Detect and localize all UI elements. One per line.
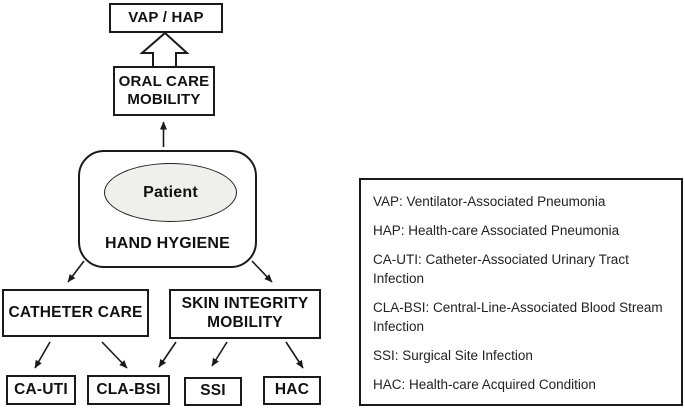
- arrow-handhygiene-to-cathetercare: [67, 260, 85, 283]
- arrow-skinintegrity-to-hac: [285, 341, 304, 369]
- legend-item-hap: HAP: Health-care Associated Pneumonia: [373, 223, 620, 238]
- arrow-cathetercare-to-clabsi: [101, 341, 128, 369]
- legend-item-ssi: SSI: Surgical Site Infection: [373, 348, 533, 363]
- node-hac: HAC: [263, 376, 321, 405]
- arrow-skinintegrity-to-ssi: [211, 341, 228, 367]
- node-skin-integrity-mobility: SKIN INTEGRITY MOBILITY: [169, 289, 321, 339]
- legend-item-cla-bsi: CLA-BSI: Central-Line-Associated Blood S…: [373, 300, 663, 334]
- node-catheter-care: CATHETER CARE: [2, 289, 149, 337]
- node-ca-uti: CA-UTI: [6, 375, 76, 405]
- node-cla-bsi: CLA-BSI: [87, 375, 170, 405]
- legend-box: VAP: Ventilator-Associated Pneumonia HAP…: [359, 178, 683, 406]
- legend-item-vap: VAP: Ventilator-Associated Pneumonia: [373, 194, 606, 209]
- arrow-cathetercare-to-cauti: [34, 341, 51, 369]
- arrow-skinintegrity-to-clabsi: [158, 341, 177, 368]
- node-oral-care-mobility: ORAL CARE MOBILITY: [113, 66, 215, 116]
- hand-hygiene-label: HAND HYGIENE: [104, 235, 231, 253]
- node-vap-hap: VAP / HAP: [109, 3, 223, 33]
- arrow-handhygiene-to-skinintegrity: [251, 260, 273, 283]
- legend-item-hac: HAC: Health-care Acquired Condition: [373, 377, 596, 392]
- patient-ellipse: Patient: [104, 163, 237, 222]
- block-arrow-oralcare-to-vaphap: [139, 31, 190, 68]
- node-ssi: SSI: [184, 377, 242, 406]
- legend-item-ca-uti: CA-UTI: Catheter-Associated Urinary Trac…: [373, 252, 629, 286]
- node-hand-hygiene: Patient HAND HYGIENE: [78, 150, 257, 268]
